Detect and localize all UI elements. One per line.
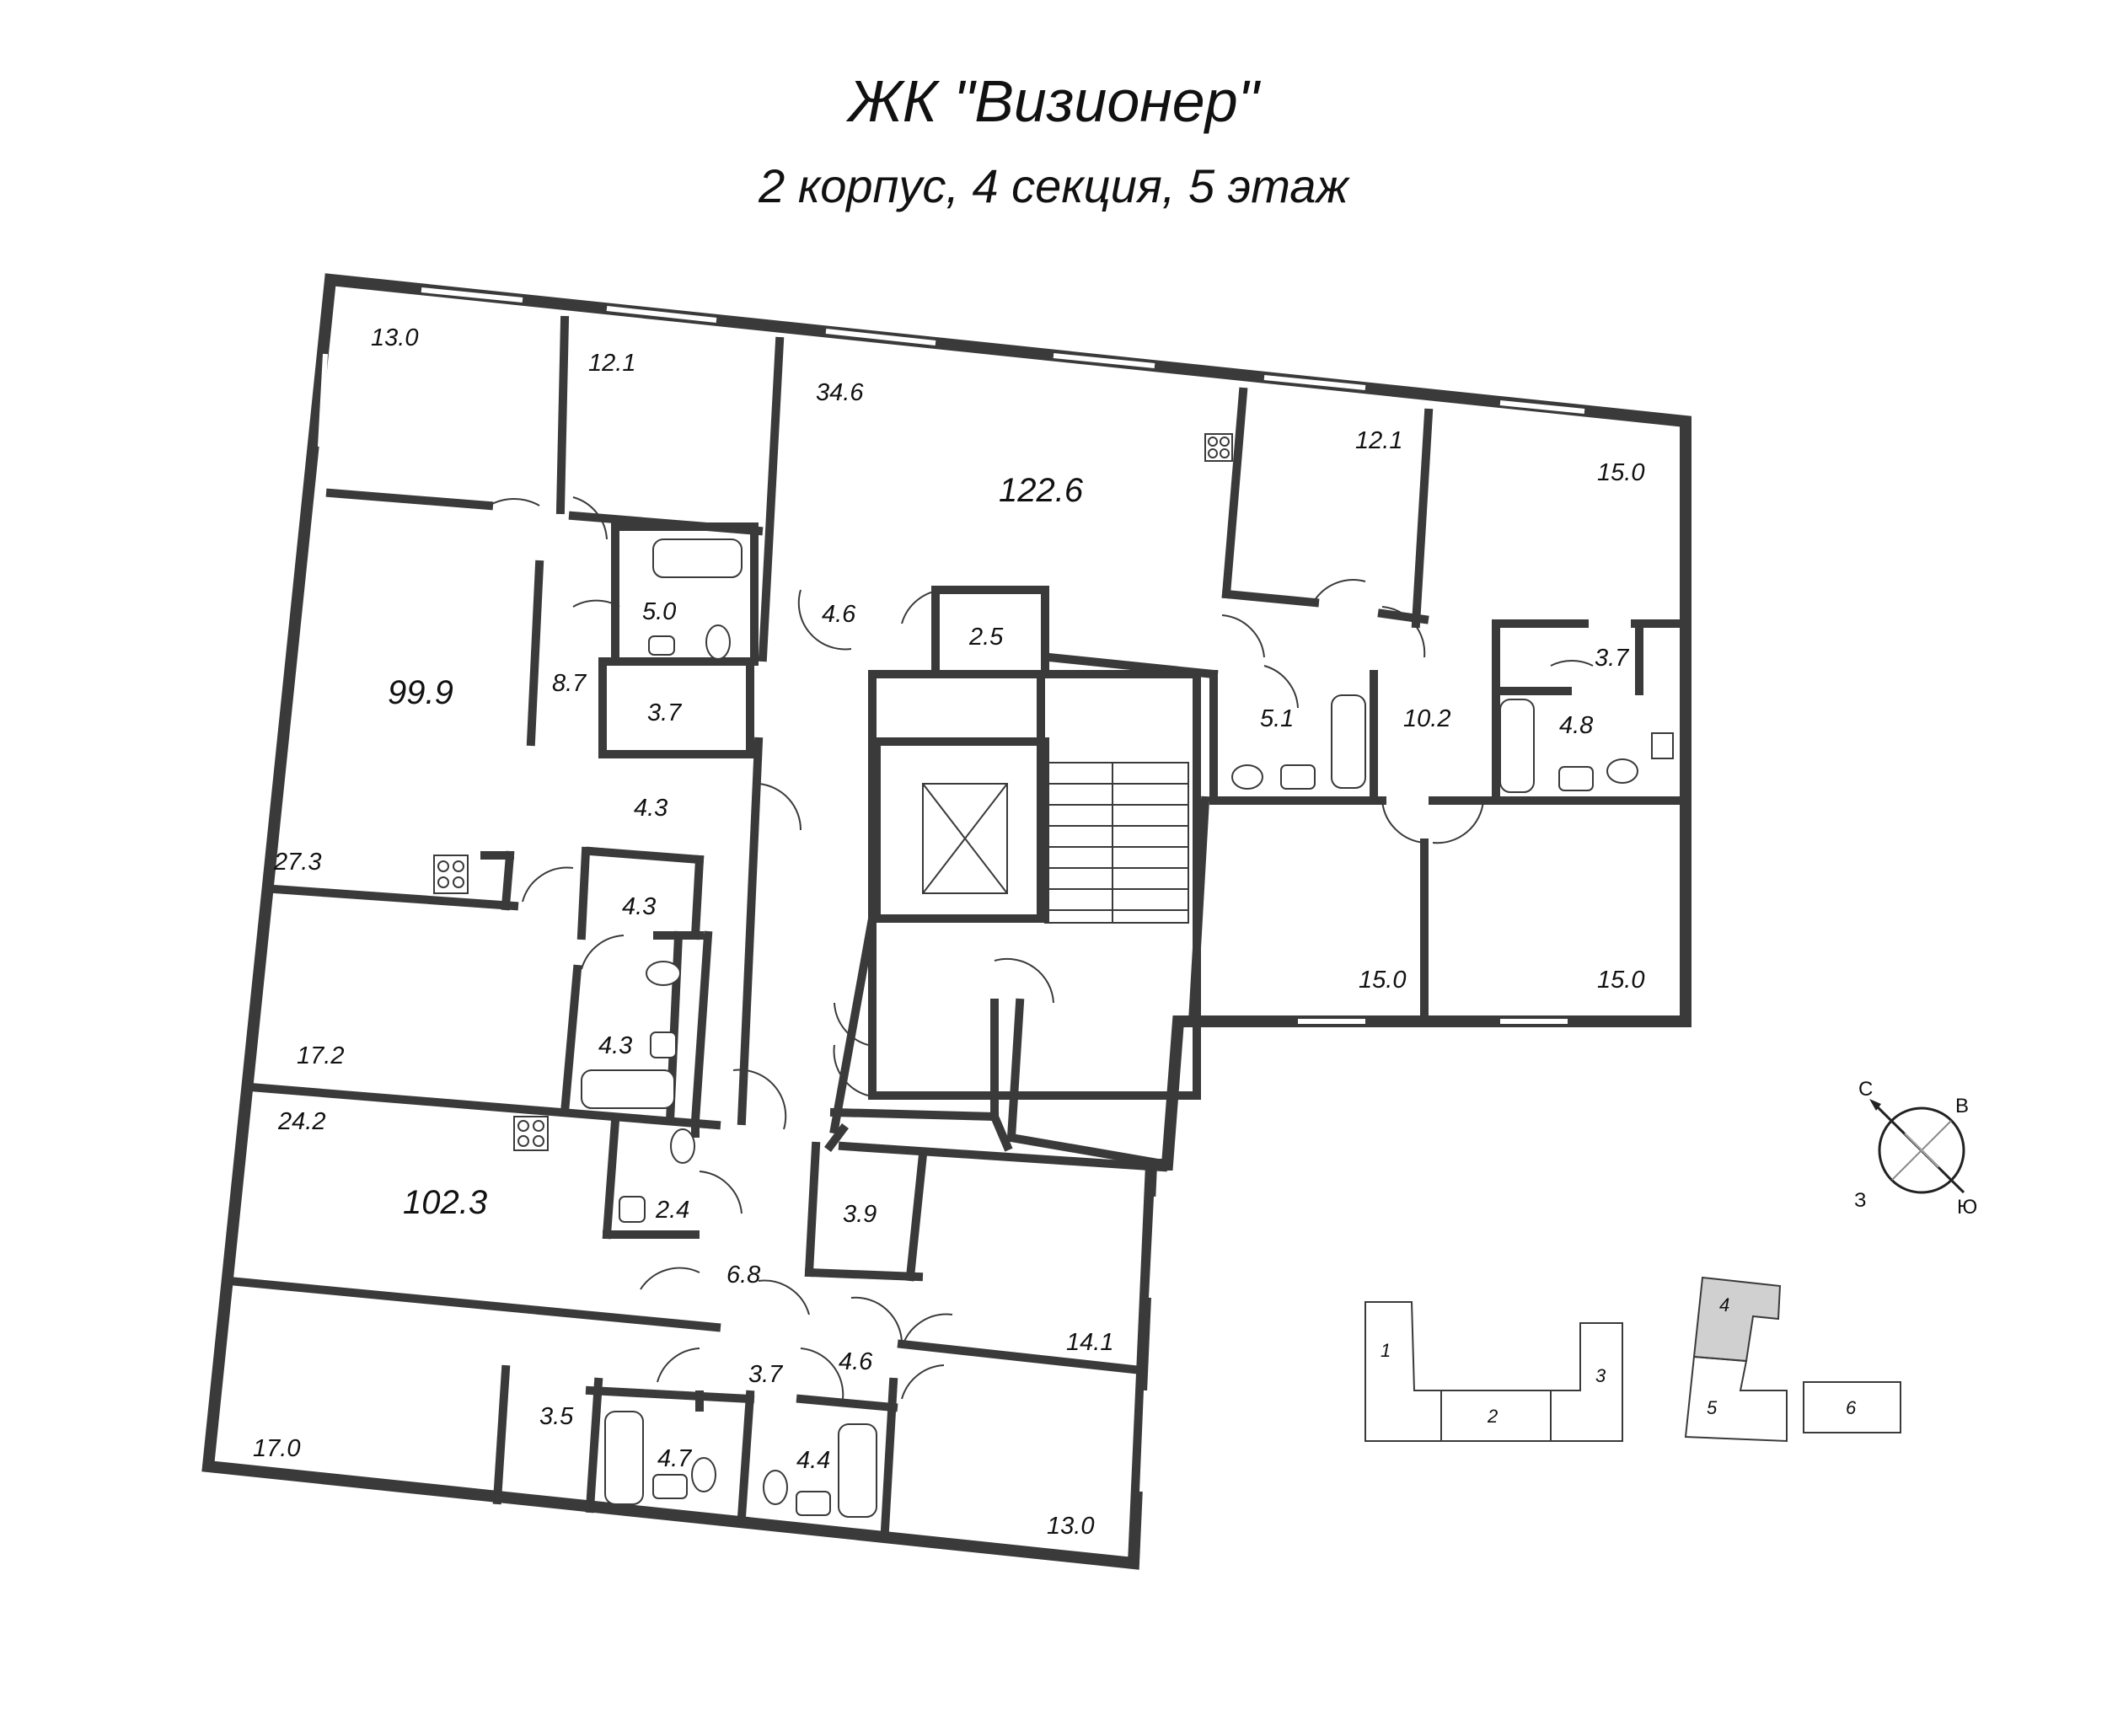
room-area: 10.2 <box>1403 705 1450 732</box>
room-area: 12.1 <box>1355 427 1402 454</box>
complex-title: ЖК "Визионер" <box>848 68 1259 134</box>
room-area: 34.6 <box>816 379 864 406</box>
elevator-shaft <box>922 783 1008 894</box>
room-areas: 13.0 12.1 34.6 12.1 15.0 5.0 4.6 2.5 8.7… <box>253 324 1644 1540</box>
room-area: 4.8 <box>1559 712 1593 739</box>
room-area: 12.1 <box>588 350 635 377</box>
key-label-5: 5 <box>1707 1397 1718 1418</box>
key-label-1: 1 <box>1381 1340 1391 1361</box>
room-area: 17.2 <box>297 1042 344 1069</box>
key-label-2: 2 <box>1487 1406 1498 1427</box>
room-area: 27.3 <box>273 849 321 876</box>
windows <box>229 287 1585 1492</box>
key-section-1 <box>1364 1301 1442 1442</box>
compass-icon: С В Ю З <box>1854 1078 1977 1219</box>
compass-south: Ю <box>1957 1196 1977 1219</box>
room-area: 17.0 <box>253 1435 300 1462</box>
stove-icon <box>513 1116 549 1151</box>
key-section-4 <box>1692 1276 1782 1363</box>
apartment-total-area: 122.6 <box>999 472 1084 509</box>
room-area: 4.6 <box>839 1348 873 1375</box>
apartment-total-area: 99.9 <box>388 674 453 711</box>
room-area: 2.5 <box>968 624 1004 651</box>
key-section-6 <box>1803 1381 1901 1433</box>
room-area: 4.6 <box>822 601 856 628</box>
stove-icon <box>1204 433 1233 462</box>
room-area: 4.3 <box>598 1032 632 1059</box>
room-area: 5.0 <box>642 598 676 625</box>
room-area: 8.7 <box>552 670 587 697</box>
room-area: 2.4 <box>655 1197 689 1224</box>
room-area: 15.0 <box>1359 967 1406 994</box>
compass-north: С <box>1858 1078 1873 1101</box>
room-area: 3.7 <box>748 1361 784 1388</box>
room-area: 6.8 <box>726 1262 760 1289</box>
compass-east: В <box>1955 1095 1969 1117</box>
key-section-3 <box>1550 1322 1623 1442</box>
key-label-4: 4 <box>1719 1294 1729 1315</box>
room-area: 13.0 <box>1047 1513 1094 1540</box>
room-area: 15.0 <box>1597 967 1644 994</box>
room-area: 4.7 <box>657 1445 693 1472</box>
room-area: 14.1 <box>1066 1329 1113 1356</box>
staircase <box>1044 762 1189 924</box>
floor-subtitle: 2 корпус, 4 секция, 5 этаж <box>759 159 1348 212</box>
key-section-5 <box>1684 1355 1788 1443</box>
room-area: 15.0 <box>1597 459 1644 486</box>
room-area: 4.3 <box>634 795 667 822</box>
compass-west: З <box>1854 1189 1867 1212</box>
room-area: 3.9 <box>843 1201 877 1228</box>
key-label-3: 3 <box>1595 1365 1606 1386</box>
room-area: 4.4 <box>796 1447 830 1474</box>
room-area: 3.7 <box>647 699 683 726</box>
room-area: 24.2 <box>277 1108 325 1135</box>
room-area: 13.0 <box>371 324 418 351</box>
key-plan: 1 2 3 4 5 6 <box>1364 1276 1901 1443</box>
doors <box>488 496 1594 1400</box>
interior-walls <box>224 315 1690 1535</box>
key-label-6: 6 <box>1846 1397 1857 1418</box>
room-area: 5.1 <box>1260 705 1294 732</box>
room-area: 3.7 <box>1595 645 1630 672</box>
apartment-total-area: 102.3 <box>403 1184 487 1221</box>
room-area: 3.5 <box>539 1403 574 1430</box>
room-area: 4.3 <box>622 893 656 920</box>
fixtures <box>433 433 1674 1518</box>
stove-icon <box>433 855 469 894</box>
